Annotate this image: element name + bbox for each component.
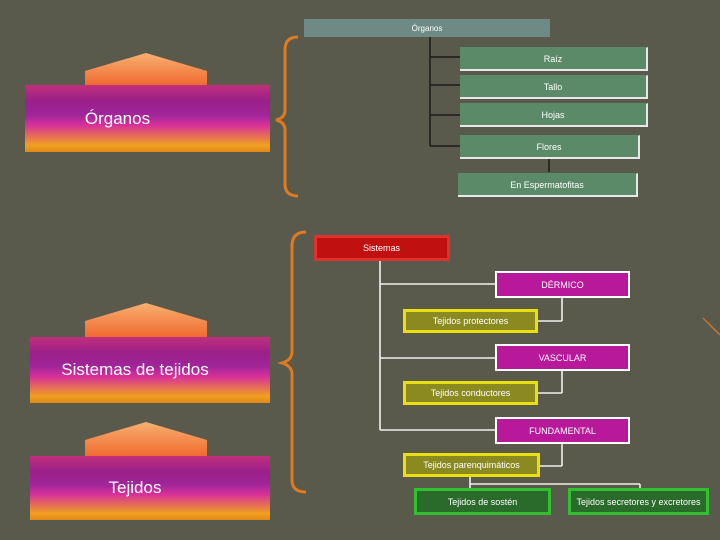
system-tree-lines <box>379 258 641 490</box>
level-tejidos: Tejidos <box>30 456 270 520</box>
organ-node-espermatofitas: En Espermatofitas <box>458 173 638 197</box>
system-node-vascular: VASCULAR <box>495 344 630 371</box>
arrow-up-organos <box>85 53 207 85</box>
arrow-up-tejidos <box>85 422 207 456</box>
level-sistemas: Sistemas de tejidos <box>30 337 270 403</box>
system-tree-root: Sistemas <box>314 235 450 261</box>
organ-node-flores: Flores <box>460 135 640 159</box>
tissue-node-protectores: Tejidos protectores <box>403 309 538 333</box>
organos-bracket <box>275 35 299 198</box>
arrow-up-sistemas <box>85 303 207 337</box>
organ-node-raiz: Raíz <box>460 47 648 71</box>
sistemas-bracket <box>276 230 307 494</box>
level-sistemas-label: Sistemas de tejidos <box>61 360 209 379</box>
tissue-node-secretores: Tejidos secretores y excretores <box>568 488 709 515</box>
tissue-node-sosten: Tejidos de sostén <box>414 488 551 515</box>
level-organos: Órganos <box>25 85 270 152</box>
tissue-node-parenquimaticos: Tejidos parenquimáticos <box>403 453 540 477</box>
level-organos-label: Órganos <box>84 108 151 128</box>
organ-tree-root: Órganos <box>304 19 550 37</box>
system-node-dermico: DÉRMICO <box>495 271 630 298</box>
organ-tree-lines <box>429 37 550 172</box>
organ-node-tallo: Tallo <box>460 75 648 99</box>
tissue-node-conductores: Tejidos conductores <box>403 381 538 405</box>
system-node-fundamental: FUNDAMENTAL <box>495 417 630 444</box>
organ-node-hojas: Hojas <box>460 103 648 127</box>
level-tejidos-label: Tejidos <box>108 478 162 497</box>
